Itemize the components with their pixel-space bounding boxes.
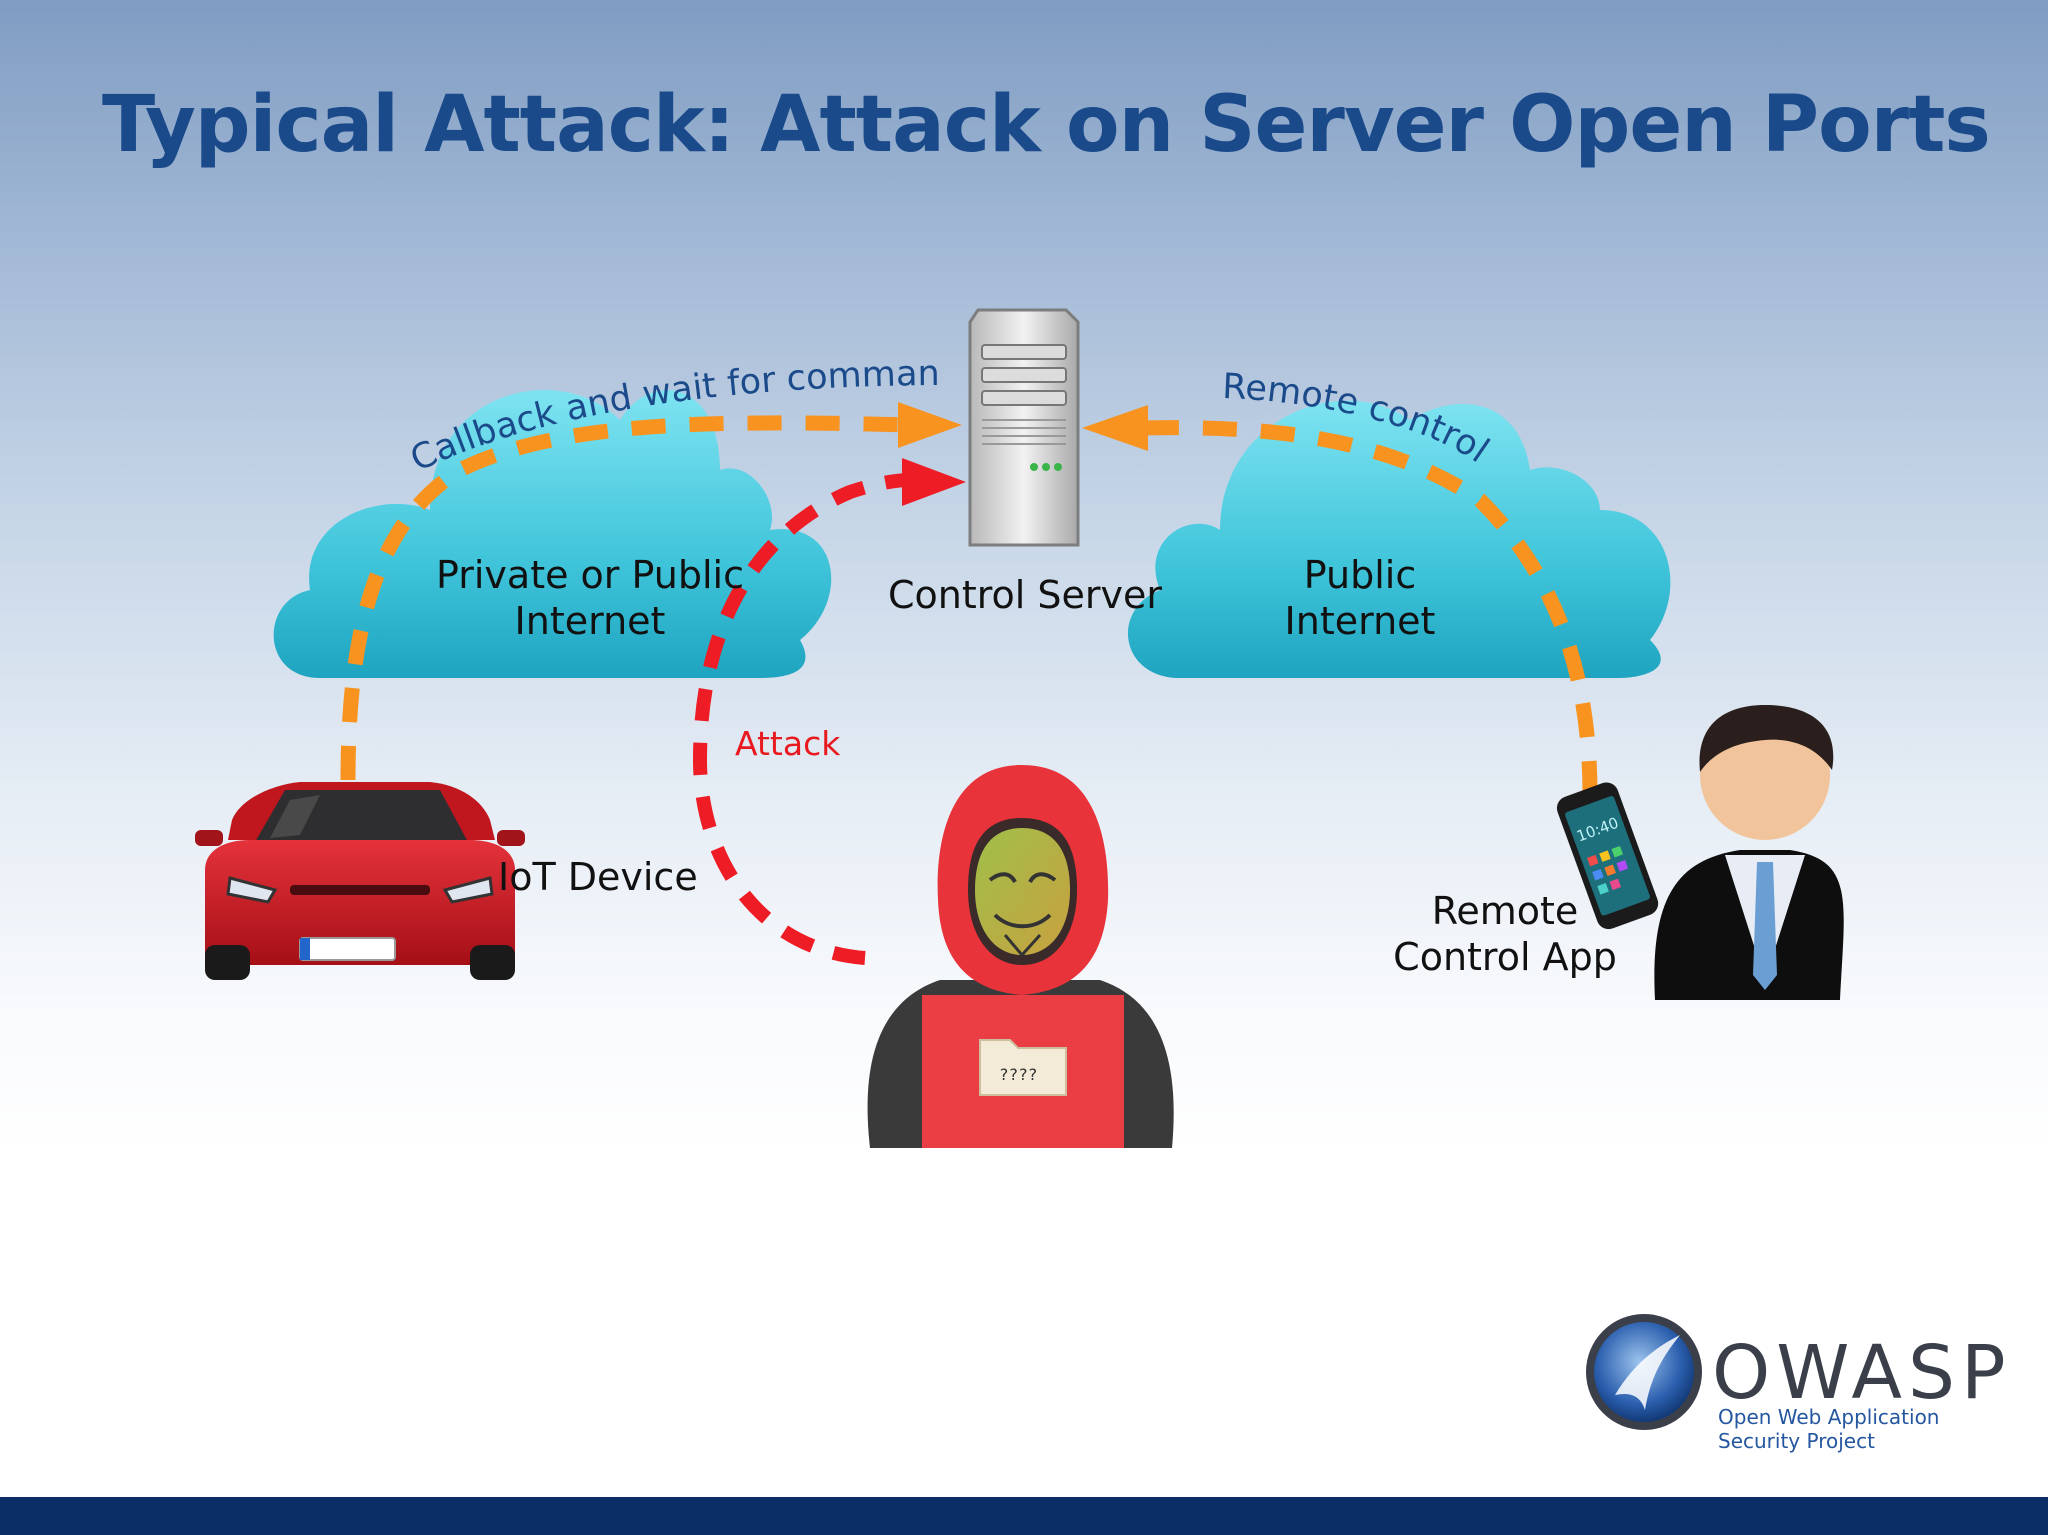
- cloud-left-label: Private or Public Internet: [430, 552, 750, 644]
- owasp-subtitle-line1: Open Web Application: [1718, 1405, 1940, 1429]
- car-icon: [195, 782, 525, 980]
- callback-arrowhead: [898, 402, 962, 448]
- cloud-left-line1: Private or Public: [436, 553, 744, 597]
- hacker-icon: ????: [867, 765, 1174, 1148]
- server-label: Control Server: [887, 573, 1163, 617]
- cloud-right-line2: Internet: [1284, 599, 1436, 643]
- owasp-logo-icon: [1586, 1314, 1702, 1430]
- cloud-right-label: Public Internet: [1240, 552, 1480, 644]
- cloud-right: [1127, 400, 1671, 678]
- callback-label: Callback and wait for commands: [0, 0, 940, 480]
- cloud-right-line1: Public: [1303, 553, 1417, 597]
- owasp-subtitle-line2: Security Project: [1718, 1429, 1875, 1453]
- cloud-left: [273, 390, 832, 678]
- callback-arrow: [340, 415, 913, 781]
- businessman-icon: [1654, 705, 1844, 1000]
- cloud-left-line2: Internet: [514, 599, 666, 643]
- bottom-bar: [0, 1497, 2048, 1535]
- folder-code: ????: [999, 1065, 1038, 1084]
- app-label-line2: Control App: [1393, 935, 1617, 979]
- attack-arrowhead: [902, 458, 966, 506]
- app-label-line1: Remote: [1431, 889, 1579, 933]
- smartphone-icon: 10:40: [1556, 782, 1659, 930]
- owasp-subtitle: Open Web Application Security Project: [1718, 1405, 1939, 1453]
- slide-title: Typical Attack: Attack on Server Open Po…: [102, 80, 1991, 170]
- remote-control-app-label: Remote Control App: [1375, 888, 1635, 980]
- callback-label-path: Callback and wait for commands: [0, 0, 940, 480]
- iot-device-label: IoT Device: [498, 855, 698, 899]
- attack-arrow: [692, 473, 911, 965]
- owasp-wordmark: OWASP: [1712, 1330, 2012, 1416]
- server-icon: [968, 308, 1080, 547]
- attack-label: Attack: [735, 724, 841, 763]
- remote-control-arrow: [1139, 420, 1598, 796]
- remote-control-arrowhead: [1082, 405, 1148, 451]
